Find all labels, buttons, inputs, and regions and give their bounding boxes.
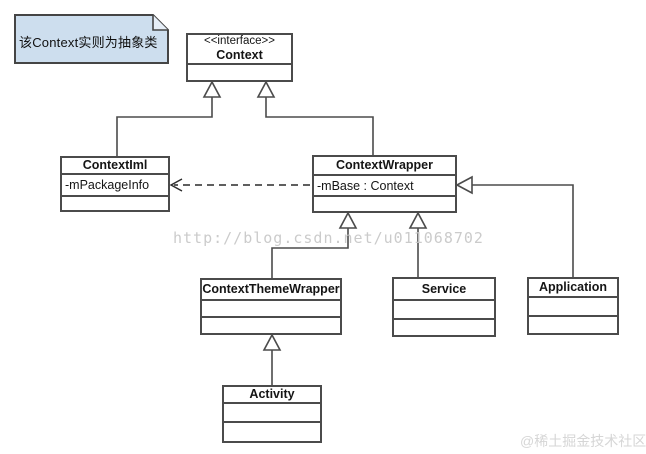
stereotype-label: <<interface>> — [204, 35, 275, 48]
dashed-dependency-contextWrapper-contextIml — [169, 178, 310, 192]
class-name: Application — [538, 280, 608, 295]
attributes-compartment — [224, 402, 320, 421]
methods-compartment — [394, 318, 494, 335]
class-box-contextIml: ContextIml -mPackageInfo — [60, 156, 170, 212]
note-annotation: 该Context实则为抽象类 — [19, 35, 158, 50]
attributes-compartment: -mPackageInfo — [62, 173, 168, 195]
attributes-compartment — [202, 299, 340, 316]
hollow-triangle-icon — [408, 211, 428, 229]
hollow-triangle-icon — [455, 175, 473, 195]
class-box-application: Application — [527, 277, 619, 335]
class-name: Service — [421, 281, 467, 296]
generalization-service-contextWrapper — [408, 211, 428, 277]
methods-compartment — [224, 421, 320, 441]
methods-compartment — [314, 195, 455, 211]
class-name: ContextIml — [82, 158, 148, 173]
methods-compartment — [202, 316, 340, 333]
class-name: ContextWrapper — [335, 158, 433, 173]
watermark-community: @稀土掘金技术社区 — [520, 433, 646, 449]
generalization-activity-contextThemeWrapper — [262, 333, 282, 385]
class-title: <<interface>> Context — [188, 35, 291, 63]
methods-compartment — [62, 195, 168, 210]
attributes-compartment — [529, 296, 617, 315]
methods-compartment — [529, 315, 617, 333]
class-box-contextThemeWrapper: ContextThemeWrapper — [200, 278, 342, 335]
hollow-triangle-icon — [256, 80, 276, 98]
hollow-triangle-icon — [338, 211, 358, 229]
attributes-compartment: -mBase : Context — [314, 174, 455, 195]
attributes-compartment — [188, 63, 291, 80]
class-box-service: Service — [392, 277, 496, 337]
class-name: Context — [216, 48, 263, 63]
generalization-contextWrapper-context — [256, 80, 374, 155]
class-name: Activity — [249, 387, 295, 402]
class-box-contextWrapper: ContextWrapper -mBase : Context — [312, 155, 457, 213]
watermark-blog-url: http://blog.csdn.net/u011068702 — [173, 229, 484, 247]
note-shape — [14, 14, 169, 64]
class-box-context: <<interface>> Context — [186, 33, 293, 82]
hollow-triangle-icon — [262, 333, 282, 351]
class-box-activity: Activity — [222, 385, 322, 443]
attributes-compartment — [394, 299, 494, 318]
open-arrowhead-icon — [169, 178, 183, 192]
generalization-contextThemeWrapper-contextWrapper — [271, 211, 358, 278]
class-name: ContextThemeWrapper — [202, 282, 340, 297]
generalization-contextIml-context — [116, 80, 222, 156]
hollow-triangle-icon — [202, 80, 222, 98]
generalization-application-contextWrapper — [455, 175, 574, 277]
